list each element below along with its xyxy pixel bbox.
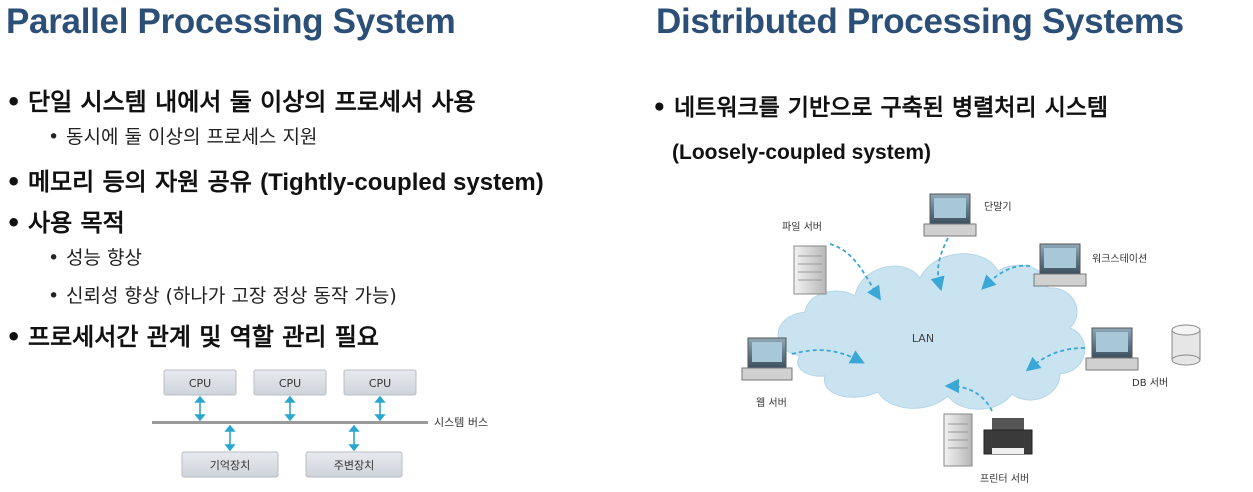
memory-label: 기억장치 <box>210 459 250 472</box>
bullet-text-en: (Tightly-coupled system) <box>260 169 544 196</box>
left-title: Parallel Processing System <box>6 2 456 41</box>
bullet-dot: • <box>48 247 60 269</box>
bullet-text: 성능 향상 <box>66 247 142 269</box>
workstation-icon <box>1033 243 1087 287</box>
network-arrows <box>791 237 1086 412</box>
system-bus <box>152 421 428 424</box>
bullet-text: 프로세서간 관계 및 역할 관리 필요 <box>28 323 379 351</box>
sub-bullet-reliability: • 신뢰성 향상 (하나가 고장 정상 동작 가능) <box>48 281 397 308</box>
bullet-dot: • <box>652 95 667 121</box>
bullet-resource-sharing: •메모리 등의 자원 공유 (Tightly-coupled system) <box>6 162 544 197</box>
bullet-dot: • <box>6 168 22 196</box>
file-server-icon <box>793 245 827 295</box>
bullet-text: 신뢰성 향상 (하나가 고장 정상 동작 가능) <box>66 285 397 307</box>
cpu-label: CPU <box>279 377 301 390</box>
bullet-dot: • <box>6 323 22 351</box>
workstation-label: 워크스테이션 <box>1092 252 1147 265</box>
bullet-text: 단일 시스템 내에서 둘 이상의 프로세서 사용 <box>28 88 476 116</box>
memory-box: 기억장치 <box>181 451 279 478</box>
terminal-label: 단말기 <box>984 201 1012 213</box>
cpu-label: CPU <box>369 377 391 390</box>
right-title: Distributed Processing Systems <box>656 2 1184 41</box>
bullet-dot: • <box>48 285 60 307</box>
bus-label: 시스템 버스 <box>434 416 488 429</box>
web-server-label: 웹 서버 <box>756 397 787 409</box>
cpu-box-3: CPU <box>343 369 417 396</box>
lan-cloud <box>777 253 1086 410</box>
bullet-text: 네트워크를 기반으로 구축된 병렬처리 시스템 <box>674 95 1109 121</box>
network-diagram: LAN 파일 서버 단말기 워크스테이션 웹 서버 <box>741 193 1201 485</box>
sub-bullet-performance: • 성능 향상 <box>48 243 142 270</box>
cpu-label: CPU <box>189 377 211 390</box>
bullet-single-system: •단일 시스템 내에서 둘 이상의 프로세서 사용 <box>6 82 476 117</box>
bullet-text: 동시에 둘 이상의 프로세스 지원 <box>66 126 318 148</box>
bullet-dot: • <box>6 88 22 116</box>
sub-bullet-concurrent: • 동시에 둘 이상의 프로세스 지원 <box>48 122 317 149</box>
right-sub-loosely-coupled: (Loosely-coupled system) <box>672 141 932 164</box>
cpu-box-2: CPU <box>253 369 327 396</box>
db-server-icon <box>1085 327 1139 371</box>
peripheral-label: 주변장치 <box>334 459 374 472</box>
cpu-bus-arrows <box>194 395 386 422</box>
bullet-dot: • <box>6 209 22 237</box>
bus-device-arrows <box>224 424 360 452</box>
database-icon <box>1171 324 1201 366</box>
bullet-purpose: •사용 목적 <box>6 203 125 238</box>
right-bullet-network: • 네트워크를 기반으로 구축된 병렬처리 시스템 <box>652 88 1108 122</box>
cpu-box-1: CPU <box>163 369 237 396</box>
bullet-dot: • <box>48 126 60 148</box>
db-server-label: DB 서버 <box>1132 377 1168 389</box>
web-server-icon <box>741 337 793 381</box>
bullet-text: 메모리 등의 자원 공유 <box>28 168 261 196</box>
lan-label: LAN <box>912 332 934 345</box>
peripheral-box: 주변장치 <box>305 451 403 478</box>
print-server-icon <box>943 413 973 467</box>
parallel-diagram: CPU CPU CPU 시스템 버스 기억장치 주변장치 <box>152 369 488 478</box>
print-server-label: 프린터 서버 <box>980 473 1029 485</box>
terminal-icon <box>923 193 977 237</box>
bullet-management: •프로세서간 관계 및 역할 관리 필요 <box>6 317 379 352</box>
file-server-label: 파일 서버 <box>782 221 822 233</box>
bullet-text: 사용 목적 <box>28 209 125 237</box>
printer-icon <box>983 418 1033 455</box>
